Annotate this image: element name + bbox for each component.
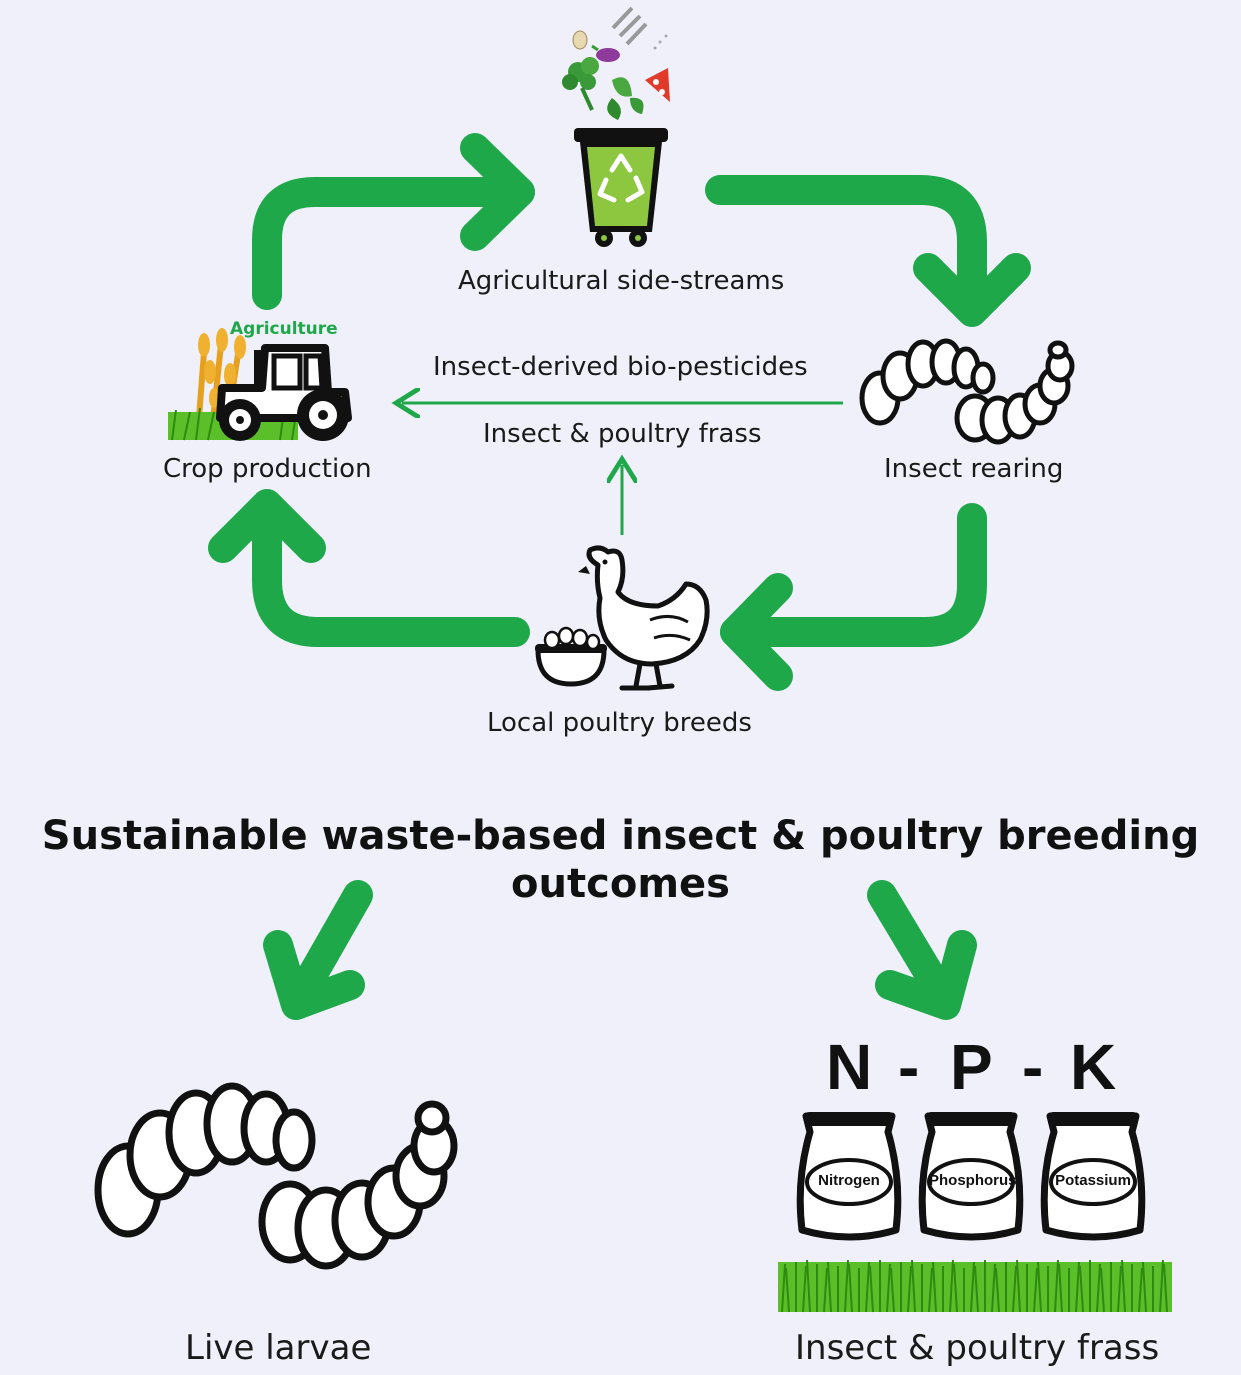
node-crop-label: Crop production — [163, 454, 372, 484]
grass-blade — [1079, 1265, 1084, 1313]
arrow-streams-to-rearing — [705, 175, 1031, 327]
grass-blade — [1159, 1259, 1164, 1313]
node-side-streams-label: Agricultural side-streams — [458, 266, 785, 296]
grass-blade — [907, 1265, 912, 1313]
grass-blade — [1138, 1267, 1143, 1313]
grass-blade — [827, 1261, 832, 1313]
outcomes-title: Sustainable waste-based insect & poultry… — [41, 813, 1200, 907]
bag-potassium-label: Potassium — [1055, 1172, 1131, 1189]
grass-blade — [928, 1267, 933, 1313]
grass-blade — [1037, 1261, 1042, 1313]
grass-blade — [823, 1267, 828, 1313]
arrow-outcome-frass — [867, 880, 977, 1020]
grass-blade — [890, 1267, 895, 1313]
bag-nitrogen — [796, 1112, 902, 1241]
grass-blade — [1054, 1259, 1059, 1313]
grass-blade — [781, 1263, 786, 1313]
grass-blade — [1100, 1267, 1105, 1313]
grass-blade — [1012, 1265, 1017, 1313]
grass-blade — [974, 1265, 979, 1313]
grass-blade — [1096, 1263, 1101, 1313]
grass-blade — [932, 1261, 937, 1313]
grass-blade — [1075, 1261, 1080, 1313]
live-larvae-icon — [94, 1082, 458, 1270]
grass-blade — [1117, 1265, 1122, 1313]
grass-blade — [953, 1263, 958, 1313]
grass-blade — [1033, 1267, 1038, 1313]
grass-blade — [970, 1261, 975, 1313]
food-scraps-icon — [562, 6, 670, 120]
npk-k: K — [1070, 1031, 1117, 1103]
node-rearing-label: Insect rearing — [884, 454, 1064, 484]
bag-phosphorus-label: Phosphorus — [929, 1172, 1017, 1189]
flow-bio-pesticides-label: Insect-derived bio-pesticides — [433, 352, 808, 382]
grass-blade — [848, 1263, 853, 1313]
npk-p: P — [950, 1031, 993, 1103]
grass-blade — [1058, 1263, 1063, 1313]
grass-strip-icon — [778, 1259, 1172, 1313]
flow-frass-label: Insect & poultry frass — [483, 419, 762, 449]
grass-blade — [844, 1259, 849, 1313]
arrow-outcome-larvae — [263, 880, 373, 1020]
grass-blade — [949, 1259, 954, 1313]
recycling-bin-icon — [574, 128, 668, 247]
bag-potassium — [1040, 1112, 1146, 1241]
arrow-rearing-to-poultry — [720, 503, 987, 691]
poultry-icon — [535, 545, 710, 691]
agriculture-tag: Agriculture — [230, 319, 338, 339]
grass-blade — [1016, 1259, 1021, 1313]
node-poultry-label: Local poultry breeds — [487, 708, 752, 738]
outcome-frass-label: Insect & poultry frass — [795, 1328, 1160, 1368]
grass-blade — [802, 1265, 807, 1313]
npk-dash-1: - — [898, 1031, 920, 1103]
arrow-crop-to-streams — [252, 133, 535, 310]
larvae-icon — [859, 338, 1075, 445]
bag-phosphorus — [918, 1112, 1024, 1241]
grass-blade — [995, 1267, 1000, 1313]
grass-blade — [991, 1263, 996, 1313]
arrow-poultry-to-crop — [208, 489, 530, 647]
grass-blade — [886, 1263, 891, 1313]
grass-blade — [785, 1267, 790, 1313]
grass-blade — [869, 1265, 874, 1313]
bag-nitrogen-label: Nitrogen — [818, 1172, 880, 1189]
fertilizer-bags — [796, 1112, 1146, 1241]
npk-dash-2: - — [1022, 1031, 1044, 1103]
grass-blade — [1142, 1261, 1147, 1313]
outcome-larvae-label: Live larvae — [185, 1328, 372, 1368]
grass-blade — [1163, 1263, 1168, 1313]
tractor-icon — [168, 328, 352, 441]
grass-blade — [911, 1259, 916, 1313]
grass-blade — [865, 1261, 870, 1313]
grass-blade — [806, 1259, 811, 1313]
npk-n: N — [826, 1031, 873, 1103]
grass-blade — [1121, 1259, 1126, 1313]
